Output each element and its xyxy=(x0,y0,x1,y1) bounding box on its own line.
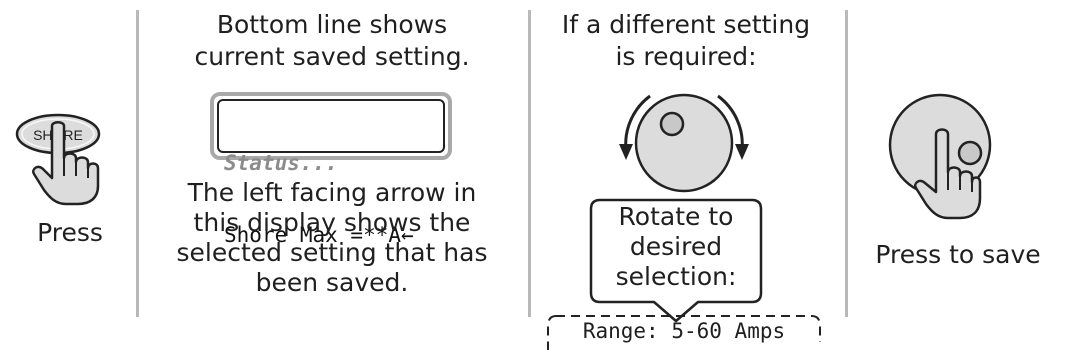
divider-1 xyxy=(136,10,139,317)
rotary-knob[interactable] xyxy=(614,78,754,208)
rotate-right-arrow-icon xyxy=(717,94,744,151)
divider-3 xyxy=(845,10,848,317)
callout-line1: Rotate to xyxy=(618,202,734,231)
knob-body xyxy=(634,93,734,193)
step2-desc-line3: selected setting that has xyxy=(176,238,488,267)
range-label: Range: 5-60 Amps xyxy=(582,319,786,343)
status-display: Status... Shore Max =**A← xyxy=(210,92,452,247)
divider-2 xyxy=(528,10,531,317)
range-bracket xyxy=(547,315,821,350)
callout-line2: desired xyxy=(629,232,723,261)
display-status-line: Status... xyxy=(224,151,338,175)
step3-heading-line1: If a different setting xyxy=(561,10,811,39)
display-value-line: Shore Max =**A← xyxy=(224,223,443,247)
step2-desc-line4: been saved. xyxy=(255,268,409,297)
step3-heading-line2: is required: xyxy=(615,42,757,71)
step1-caption: Press xyxy=(37,218,103,247)
rotate-left-arrow-icon xyxy=(624,94,651,151)
left-arrow-icon: ← xyxy=(401,223,414,247)
status-display-screen: Status... Shore Max =**A← xyxy=(217,99,445,247)
callout-line3: selection: xyxy=(615,262,737,291)
step2-desc-line1: The left facing arrow in xyxy=(187,178,477,207)
step4-caption: Press to save xyxy=(875,240,1041,269)
step2-desc-line2: this display shows the xyxy=(193,208,471,237)
step2-heading-line1: Bottom line shows xyxy=(216,10,448,39)
hand-press-icon xyxy=(914,128,982,220)
knob-indicator xyxy=(659,111,685,137)
hand-pointer-icon xyxy=(32,121,100,206)
step2-heading-line2: current saved setting. xyxy=(194,42,470,71)
display-value-text: Shore Max =**A xyxy=(224,223,402,247)
press-knob-indicator xyxy=(957,140,983,166)
callout-bubble xyxy=(589,198,763,323)
